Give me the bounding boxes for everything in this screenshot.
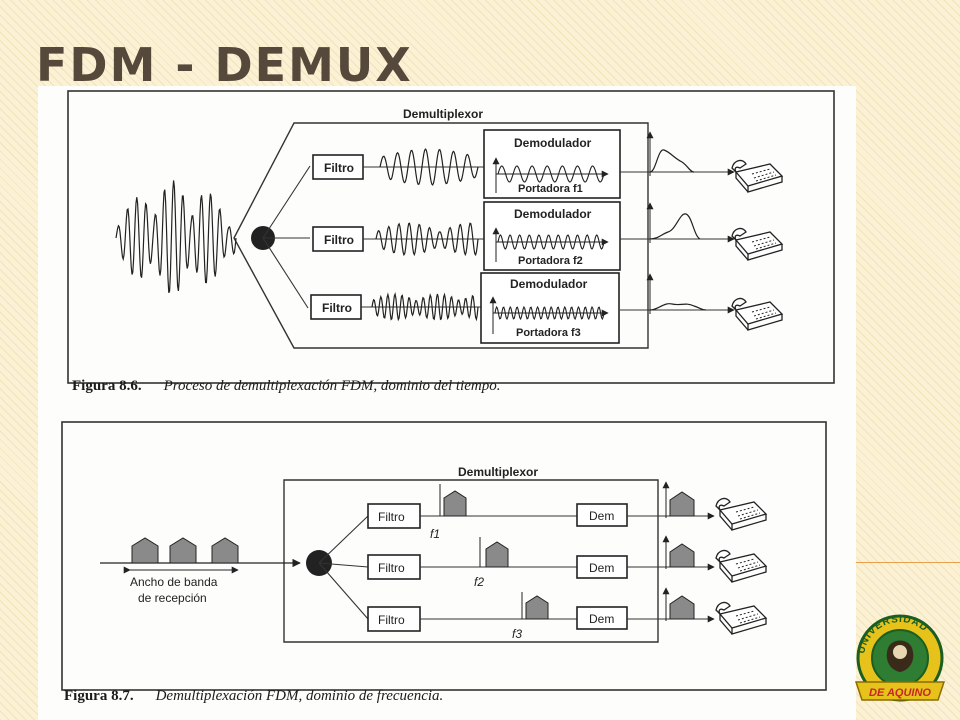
figure1-caption: Figura 8.6. Proceso de demultiplexación F… <box>72 378 500 395</box>
recovered-signal <box>649 303 707 311</box>
filter-label: Filtro <box>324 161 354 175</box>
carrier-label: Portadora f1 <box>518 183 583 195</box>
demux-header: Demultiplexor <box>403 107 483 121</box>
accent-rule <box>856 562 960 563</box>
demodulator-label: Demodulador <box>514 136 592 150</box>
carrier-label: Portadora f3 <box>516 327 581 339</box>
figure2-caption-text: Demultiplexación FDM, dominio de frecuen… <box>155 688 444 704</box>
figure-8-6: Demultiplexor Filtro Demodulador Portado… <box>67 90 835 384</box>
telephone-icon <box>715 549 768 583</box>
recovered-signal <box>649 213 701 240</box>
filter-box <box>367 606 421 632</box>
recovered-band <box>669 595 695 620</box>
demodulator-label: Demodulador <box>510 277 588 291</box>
figure2-caption: Figura 8.7. Demultiplexación FDM, dominio… <box>64 688 443 705</box>
filter-label: Filtro <box>378 613 405 627</box>
input-spectrum <box>131 537 239 564</box>
freq-row-1: Filtro f1 Dem <box>367 481 768 541</box>
figure2-caption-number: Figura 8.7. <box>64 688 134 704</box>
recovered-band <box>669 491 695 517</box>
figures-canvas: Demultiplexor Filtro Demodulador Portado… <box>61 90 835 691</box>
composite-wave <box>115 180 237 294</box>
filter-box <box>310 294 362 320</box>
logo-ribbon-text: DE AQUINO <box>869 687 931 699</box>
dem-label: Dem <box>589 561 614 575</box>
demux-outline <box>283 479 659 643</box>
telephone-icon <box>731 227 784 261</box>
telephone-icon <box>715 601 768 635</box>
spectrum-band <box>485 541 509 568</box>
freq-row-3: Filtro f3 Dem <box>367 587 768 641</box>
slide-title: FDM - DEMUX <box>36 38 413 92</box>
bandwidth-label-1: Ancho de banda <box>130 575 218 589</box>
filter-label: Filtro <box>378 510 405 524</box>
dem-label: Dem <box>589 509 614 523</box>
branch-row-3: Filtro Demodulador Portadora f3 <box>310 272 784 344</box>
recovered-band <box>669 543 695 568</box>
filter-box <box>312 154 364 180</box>
filter-box <box>367 554 421 580</box>
demux-outline <box>233 122 649 349</box>
filter-label: Filtro <box>324 233 354 247</box>
demodulator-box <box>483 129 621 199</box>
telephone-icon <box>731 159 784 193</box>
dem-label: Dem <box>589 612 614 626</box>
scanned-document: Demultiplexor Filtro Demodulador Portado… <box>38 86 856 720</box>
frequency-label: f1 <box>430 527 440 541</box>
branch-row-2: Filtro Demodulador Portadora f2 <box>312 201 784 271</box>
frequency-label: f2 <box>474 575 484 589</box>
dem-box <box>576 503 628 527</box>
university-logo: UNIVERSIDAD DE AQUINO <box>854 614 946 702</box>
freq-row-2: Filtro f2 Dem <box>367 535 768 589</box>
filtered-wave <box>379 148 479 186</box>
demux-header: Demultiplexor <box>458 465 538 479</box>
spectrum-band <box>443 490 467 517</box>
carrier-label: Portadora f2 <box>518 255 583 267</box>
filter-label: Filtro <box>322 301 352 315</box>
bandwidth-label-2: de recepción <box>138 591 207 605</box>
spectrum-band <box>525 595 549 620</box>
filtered-wave <box>371 291 479 322</box>
telephone-icon <box>715 497 768 531</box>
filtered-wave <box>375 222 479 257</box>
figure1-border <box>67 90 835 384</box>
figure1-caption-text: Proceso de demultiplexación FDM, dominio… <box>163 378 501 394</box>
telephone-icon <box>731 297 784 331</box>
recovered-signal <box>649 149 695 173</box>
demodulator-label: Demodulador <box>514 207 592 221</box>
figure-8-7: Demultiplexor Ancho de banda de recepció… <box>61 421 827 691</box>
carrier-wave <box>494 305 605 321</box>
figure2-border <box>61 421 827 691</box>
filter-label: Filtro <box>378 561 405 575</box>
dem-box <box>576 606 628 630</box>
figure1-caption-number: Figura 8.6. <box>72 378 142 394</box>
branch-row-1: Filtro Demodulador Portadora f1 <box>312 129 784 199</box>
frequency-label: f3 <box>512 627 522 641</box>
carrier-wave <box>497 234 605 250</box>
carrier-wave <box>497 165 605 183</box>
